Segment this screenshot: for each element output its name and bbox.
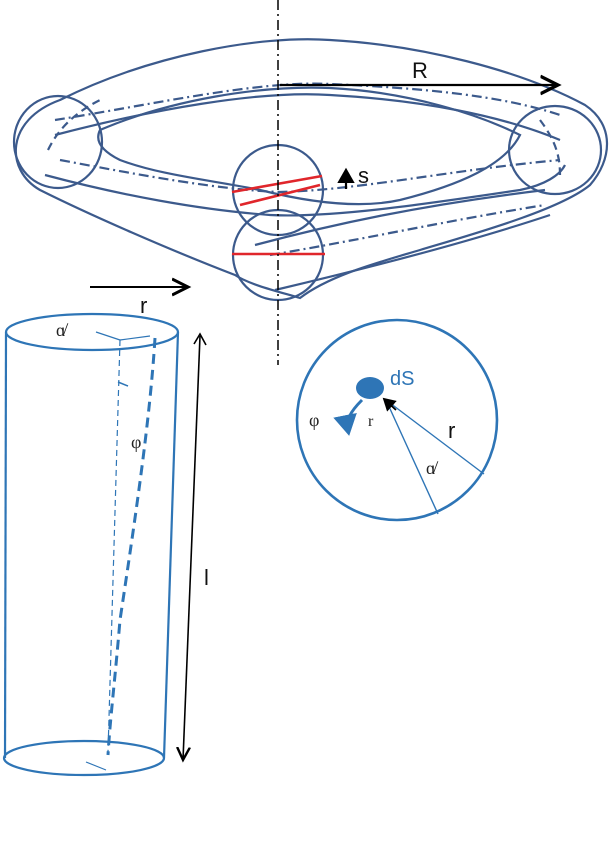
top-radius-line-2 — [119, 335, 151, 341]
r-vector-arrow — [382, 397, 397, 412]
tube-centerline-front — [269, 203, 546, 257]
area-element — [356, 377, 384, 399]
torus — [12, 38, 609, 302]
cylinder-generator — [107, 339, 121, 753]
right-tube-section — [507, 104, 603, 196]
phi-arc-marker — [117, 381, 129, 387]
cut-line-2 — [239, 183, 321, 207]
cross-section — [295, 318, 499, 522]
length-arrow-head-top — [193, 332, 207, 346]
torus-inner-contour — [97, 86, 522, 206]
torus-front-tube-lower — [274, 213, 551, 292]
tube-centerline-lower — [59, 158, 561, 194]
cross-section-circle — [295, 318, 499, 522]
phi-label-circle: φ — [309, 410, 319, 430]
cylinder-left-edge — [3, 331, 8, 759]
twisted-line — [106, 337, 157, 756]
torus-outer-contour — [14, 38, 609, 300]
radius-line-1 — [385, 399, 485, 475]
cylinder-bottom — [2, 739, 166, 777]
tube-centerline — [54, 82, 561, 122]
cut-line-1 — [231, 174, 323, 194]
rotation-arrow — [333, 398, 364, 436]
top-radius-line — [95, 331, 121, 341]
r-label-circle: r — [448, 418, 455, 443]
R-label: R — [412, 58, 428, 83]
alpha-label-cylinder: ɑ̸ — [56, 320, 68, 340]
alpha-label-circle: ɑ̸ — [426, 458, 438, 478]
hidden-line-left — [47, 99, 101, 151]
r-label-circle-small: r — [368, 413, 374, 430]
r-label-top: r — [140, 293, 147, 318]
l-label: l — [204, 565, 209, 590]
cylinder — [2, 312, 180, 777]
torus-front-tube-upper — [254, 188, 546, 247]
left-tube-section — [12, 94, 104, 190]
phi-label-cylinder: φ — [131, 432, 141, 452]
dS-label: dS — [390, 368, 414, 390]
length-arrow — [183, 335, 201, 760]
bottom-radius-line — [85, 761, 107, 771]
s-label: s — [358, 163, 369, 188]
radius-line-2 — [385, 399, 439, 515]
hidden-line-right — [539, 119, 562, 176]
cylinder-right-edge — [162, 331, 180, 759]
torus-band-upper — [54, 93, 561, 142]
cylinder-top — [4, 312, 180, 352]
